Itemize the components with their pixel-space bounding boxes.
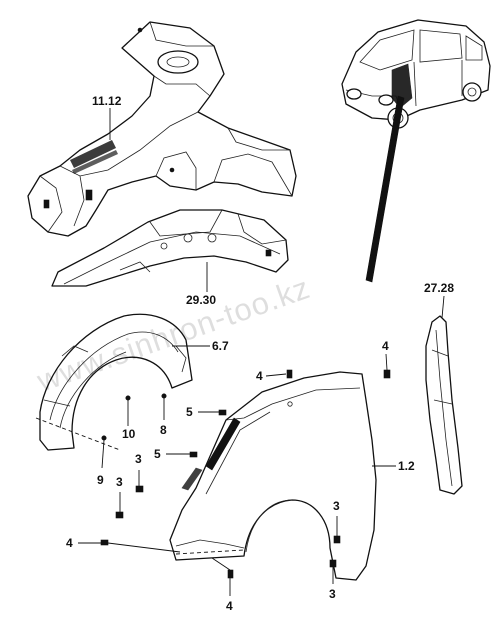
leader-4a xyxy=(265,373,287,377)
leader-4b xyxy=(385,353,388,371)
callout-11-12: 11.12 xyxy=(92,94,122,108)
leader-9 xyxy=(101,439,105,469)
callout-3a: 3 xyxy=(135,452,142,466)
fender-seal-strip-icon xyxy=(425,315,463,495)
callout-4a: 4 xyxy=(256,369,263,383)
front-frame-rail-icon xyxy=(27,21,297,237)
callout-6-7: 6.7 xyxy=(212,339,229,353)
callout-10: 10 xyxy=(122,427,136,441)
callout-5b: 5 xyxy=(154,447,161,461)
wheelhouse-liner-icon xyxy=(39,313,193,451)
apron-reinforcement-icon xyxy=(51,209,289,287)
callout-3c: 3 xyxy=(333,499,340,513)
liner-axis-line xyxy=(35,417,121,451)
hatchback-car-icon xyxy=(341,19,491,129)
leader-4c-ext xyxy=(107,542,181,553)
leader-27-28 xyxy=(441,295,445,319)
callout-8: 8 xyxy=(160,423,167,437)
car-pointer-strip xyxy=(365,95,405,283)
leader-4d-ext xyxy=(211,557,231,571)
callout-3b: 3 xyxy=(116,475,123,489)
callout-27-28: 27.28 xyxy=(424,281,454,295)
callout-5a: 5 xyxy=(186,405,193,419)
callout-4d: 4 xyxy=(226,599,233,613)
callout-4b: 4 xyxy=(382,339,389,353)
callout-1-2: 1.2 xyxy=(398,459,415,473)
callout-3d: 3 xyxy=(329,587,336,601)
callout-4c: 4 xyxy=(66,536,73,550)
callout-9: 9 xyxy=(97,473,104,487)
front-fender-icon xyxy=(169,371,377,581)
callout-29-30: 29.30 xyxy=(186,293,216,307)
